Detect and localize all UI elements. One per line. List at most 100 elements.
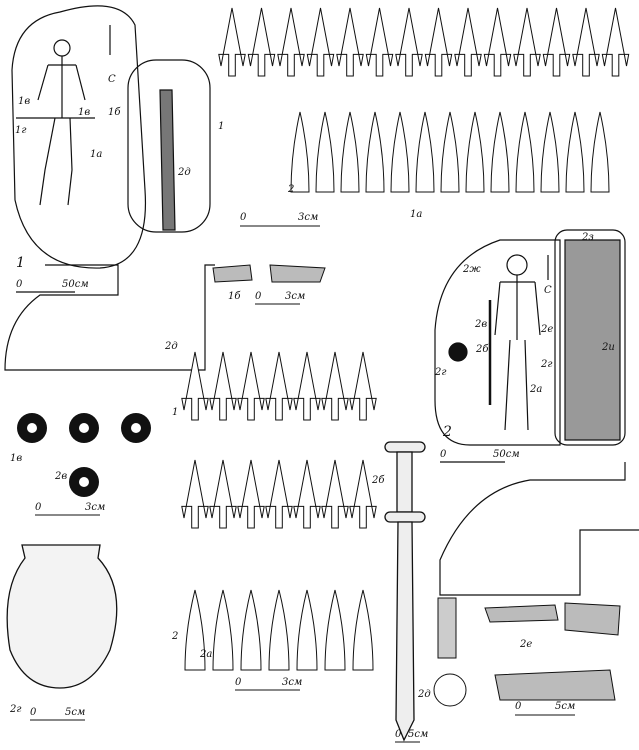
find-label: 2б <box>372 475 385 486</box>
scale-end: 3см <box>298 212 319 223</box>
scale-end: 3см <box>282 677 303 688</box>
arrowhead-icon <box>218 7 246 77</box>
arrowhead-icon <box>590 111 610 193</box>
row-label: 1а <box>410 209 423 220</box>
arrowhead-icon <box>296 589 318 671</box>
arrowhead-icon <box>277 7 305 77</box>
scale-end: 5см <box>408 729 429 740</box>
arrowhead-icon <box>340 111 360 193</box>
find-label: 2б <box>476 344 489 355</box>
arrowhead-icon <box>513 7 541 77</box>
arrowhead-icon <box>209 459 237 529</box>
iron-knives-icon <box>484 602 621 701</box>
arrowhead-icon <box>572 7 600 77</box>
scale-zero: 0 <box>515 701 522 712</box>
arrowhead-icon <box>181 351 209 421</box>
grave-1-plan <box>4 5 215 371</box>
arrowhead-icon <box>365 7 394 77</box>
row-label: 2а <box>200 649 213 660</box>
find-label: 2а <box>530 384 543 395</box>
find-label: 2г <box>541 359 553 370</box>
arrowhead-icon <box>465 111 485 193</box>
north-label: С <box>108 74 116 85</box>
scale-zero: 0 <box>440 449 447 460</box>
arrowhead-icon <box>268 589 290 671</box>
arrowhead-icon <box>293 459 321 529</box>
arrowhead-icon <box>336 7 364 77</box>
scale-end: 3см <box>285 291 306 302</box>
find-label: 2в <box>55 471 68 482</box>
arrowhead-icon <box>265 459 293 529</box>
knife-fragments-icon <box>212 264 326 283</box>
arrowhead-icon <box>247 7 276 77</box>
row-label: 1 <box>172 407 179 418</box>
arrowhead-icon <box>390 111 410 193</box>
scale-zero: 0 <box>255 291 262 302</box>
find-label: 2з <box>582 232 594 243</box>
scale-end: 3см <box>85 502 106 513</box>
row-label: 2 <box>288 184 295 195</box>
arrowhead-icon <box>324 589 346 671</box>
find-label: 1в <box>78 107 91 118</box>
arrowhead-icon <box>540 111 560 193</box>
find-label: 1г <box>15 125 27 136</box>
find-label: 2в <box>475 319 488 330</box>
arrowhead-icon <box>240 589 262 671</box>
arrowhead-icon <box>315 111 335 193</box>
scale-end: 50см <box>493 449 520 460</box>
scale-end: 50см <box>62 279 89 290</box>
find-label: 1б <box>228 291 241 302</box>
arrowhead-icon <box>290 111 310 193</box>
arrowhead-icon <box>352 589 374 671</box>
figure-number-2: 2 <box>443 424 452 440</box>
find-label: 1в <box>10 453 23 464</box>
whetstone-icon <box>437 597 457 659</box>
scale-bars <box>30 225 575 743</box>
arrowhead-icon <box>237 459 265 529</box>
arrowhead-icon <box>184 589 206 671</box>
arrowhead-icon <box>181 459 209 529</box>
figure-number-1: 1 <box>16 255 25 271</box>
arrowhead-icon <box>490 111 510 193</box>
find-label: 2г <box>10 704 22 715</box>
arrowhead-icon <box>483 7 512 77</box>
find-label: 1б <box>108 107 121 118</box>
arrowhead-icon <box>321 459 349 529</box>
find-label: 2и <box>602 342 615 353</box>
arrowhead-icon <box>454 7 482 77</box>
arrowhead-icon <box>209 351 237 421</box>
grave-2-plan <box>434 229 639 596</box>
scale-end: 5см <box>65 707 86 718</box>
clay-pot-icon <box>6 544 118 689</box>
north-label: С <box>544 285 552 296</box>
skeleton-1-icon <box>16 39 95 206</box>
arrowhead-icon <box>424 7 453 77</box>
find-label: 2г <box>435 367 447 378</box>
arrowhead-icon <box>565 111 585 193</box>
arrowhead-icon <box>237 351 265 421</box>
arrowhead-icon <box>293 351 321 421</box>
scale-zero: 0 <box>16 279 23 290</box>
find-label: 2д <box>418 689 431 700</box>
arrowhead-icon <box>515 111 535 193</box>
scale-end: 5см <box>555 701 576 712</box>
find-label: 1а <box>90 149 103 160</box>
sword-icon <box>384 441 426 742</box>
arrowhead-icon <box>265 351 293 421</box>
arrowhead-icon <box>601 7 630 77</box>
arrowhead-icon <box>349 459 377 529</box>
wood-remains-icon <box>159 89 176 231</box>
arrowhead-icon <box>395 7 423 77</box>
find-label: 2д <box>165 341 178 352</box>
scale-zero: 0 <box>35 502 42 513</box>
scale-zero: 0 <box>235 677 242 688</box>
find-label: 2е <box>520 639 533 650</box>
find-label: 1в <box>18 96 31 107</box>
arrowhead-icon <box>415 111 435 193</box>
pot-in-grave-icon <box>448 342 468 362</box>
stone-ball-icon <box>433 673 467 707</box>
arrowhead-icon <box>440 111 460 193</box>
scale-zero: 0 <box>240 212 247 223</box>
